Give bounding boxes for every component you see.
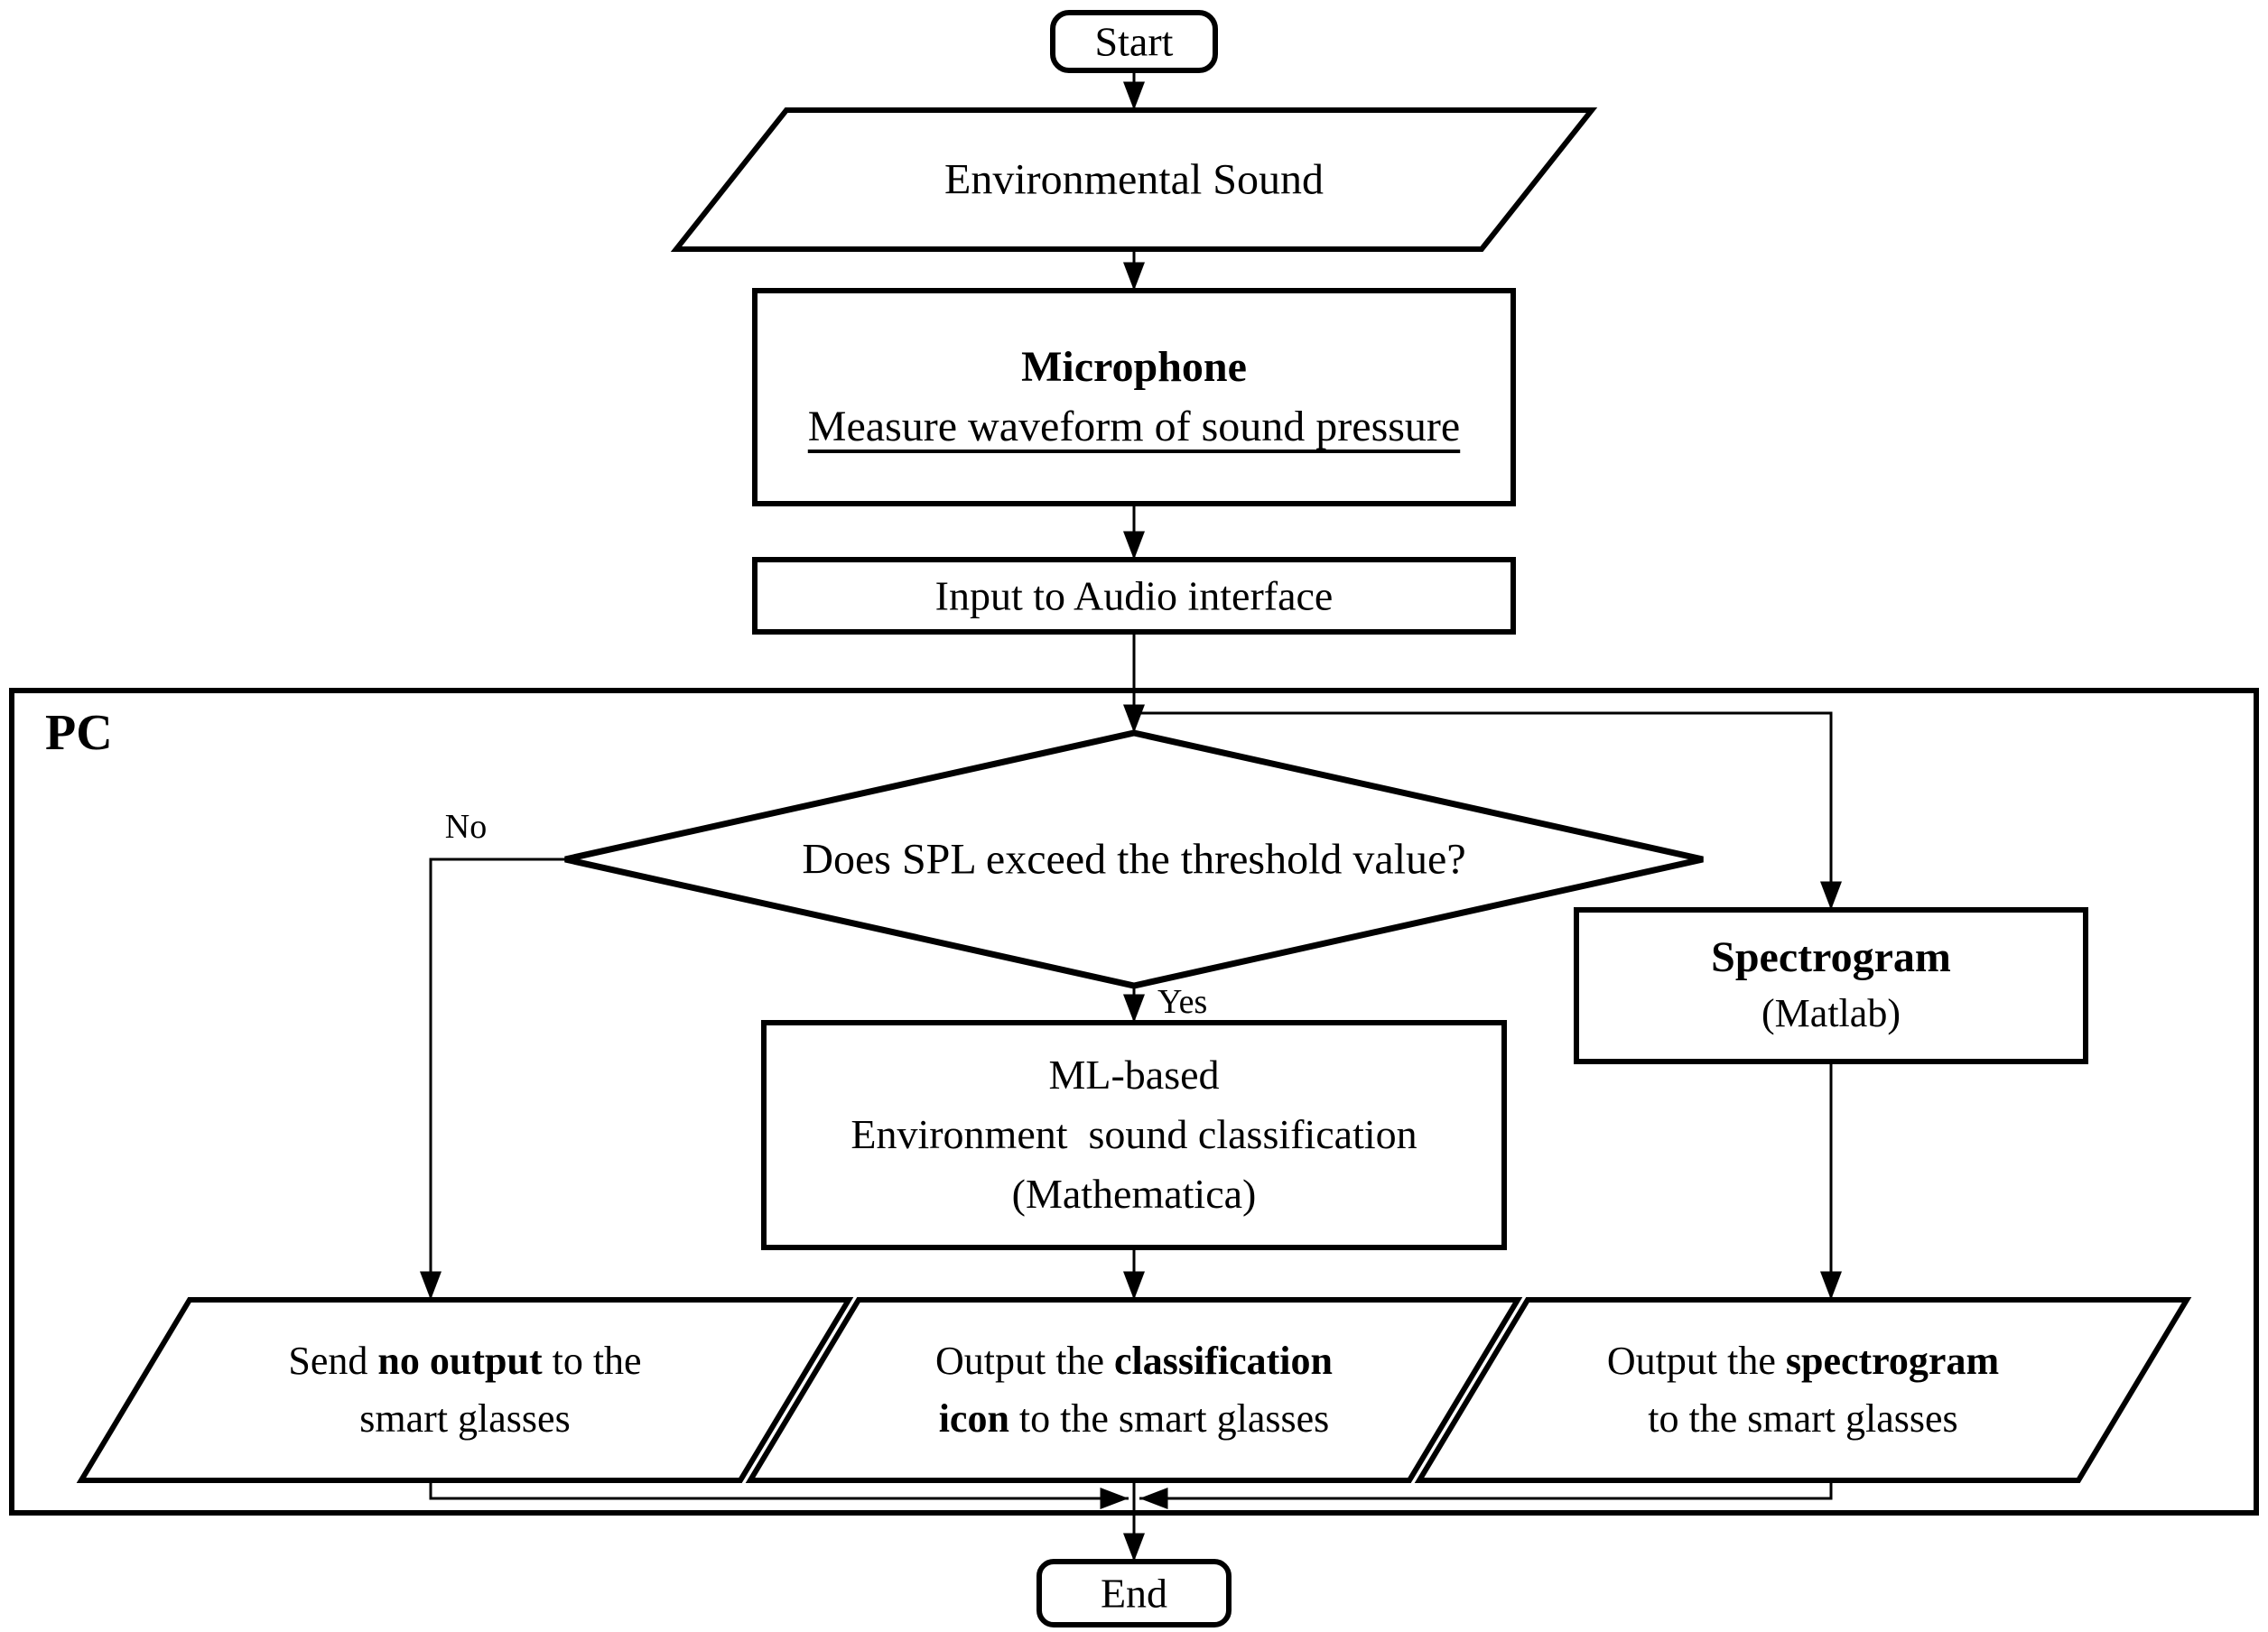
output-icon-line1-bold: classification bbox=[1114, 1339, 1333, 1383]
output-spectrogram-shape bbox=[1414, 1297, 2192, 1483]
no-output-label: Send no output to the smart glasses bbox=[288, 1332, 641, 1448]
no-output-shape bbox=[76, 1297, 854, 1483]
spectrogram-title: Spectrogram bbox=[1711, 933, 1951, 981]
output-icon-line2: icon to the smart glasses bbox=[939, 1390, 1330, 1448]
environmental-sound-label: Environmental Sound bbox=[944, 155, 1324, 204]
output-spectrogram-line1-pre: Output the bbox=[1606, 1339, 1786, 1383]
output-spectrogram-label: Output the spectrogram to the smart glas… bbox=[1607, 1332, 1999, 1448]
no-branch-label: No bbox=[444, 808, 488, 846]
microphone-title: Microphone bbox=[1021, 343, 1247, 391]
start-label: Start bbox=[1094, 18, 1174, 65]
no-output-line1-post: to the bbox=[542, 1339, 642, 1383]
output-icon-line1: Output the classification bbox=[935, 1332, 1333, 1390]
output-spectrogram-line1: Output the spectrogram bbox=[1607, 1332, 1999, 1390]
end-label: End bbox=[1100, 1570, 1168, 1617]
arrow-decision-no-to-no-output bbox=[420, 858, 565, 1300]
no-output-line1-bold: no output bbox=[377, 1339, 543, 1383]
ml-line3: (Mathematica) bbox=[1011, 1171, 1257, 1217]
ml-classification-label: ML-based Environment sound classificatio… bbox=[850, 1045, 1417, 1224]
output-spectrogram-line2: to the smart glasses bbox=[1648, 1396, 1958, 1441]
output-spectrogram-line1-bold: spectrogram bbox=[1785, 1339, 2000, 1383]
no-output-line2: smart glasses bbox=[359, 1396, 571, 1441]
environmental-sound-shape bbox=[670, 107, 1598, 252]
yes-branch-label: Yes bbox=[1157, 983, 1208, 1021]
spectrogram-label: Spectrogram (Matlab) bbox=[1711, 930, 1951, 1042]
microphone-subtitle: Measure waveform of sound pressure bbox=[807, 403, 1461, 450]
output-icon-line1-pre: Output the bbox=[935, 1339, 1114, 1383]
arrow-no-output-to-merge bbox=[429, 1480, 1129, 1509]
ml-line1: ML-based bbox=[1048, 1052, 1220, 1098]
output-icon-line2-bold: icon bbox=[938, 1396, 1009, 1441]
spl-decision-label: Does SPL exceed the threshold value? bbox=[802, 835, 1466, 884]
no-output-line1-pre: Send bbox=[288, 1339, 378, 1383]
output-icon-label: Output the classification icon to the sm… bbox=[935, 1332, 1333, 1448]
pc-label: PC bbox=[45, 705, 113, 761]
ml-line2: Environment sound classification bbox=[850, 1111, 1418, 1157]
ml-classification-shape bbox=[761, 1020, 1507, 1250]
audio-interface-shape bbox=[752, 557, 1516, 635]
output-icon-line2-post: to the smart glasses bbox=[1009, 1396, 1330, 1441]
spectrogram-shape bbox=[1574, 907, 2088, 1064]
output-icon-shape bbox=[745, 1297, 1523, 1483]
microphone-label: Microphone Measure waveform of sound pre… bbox=[808, 338, 1460, 457]
no-output-line1: Send no output to the bbox=[288, 1332, 641, 1390]
arrow-branch-to-spectrogram bbox=[1134, 711, 1842, 910]
arrow-output-spectrogram-to-merge bbox=[1139, 1480, 1833, 1509]
audio-interface-label: Input to Audio interface bbox=[934, 572, 1334, 619]
spectrogram-subtitle: (Matlab) bbox=[1761, 991, 1901, 1035]
